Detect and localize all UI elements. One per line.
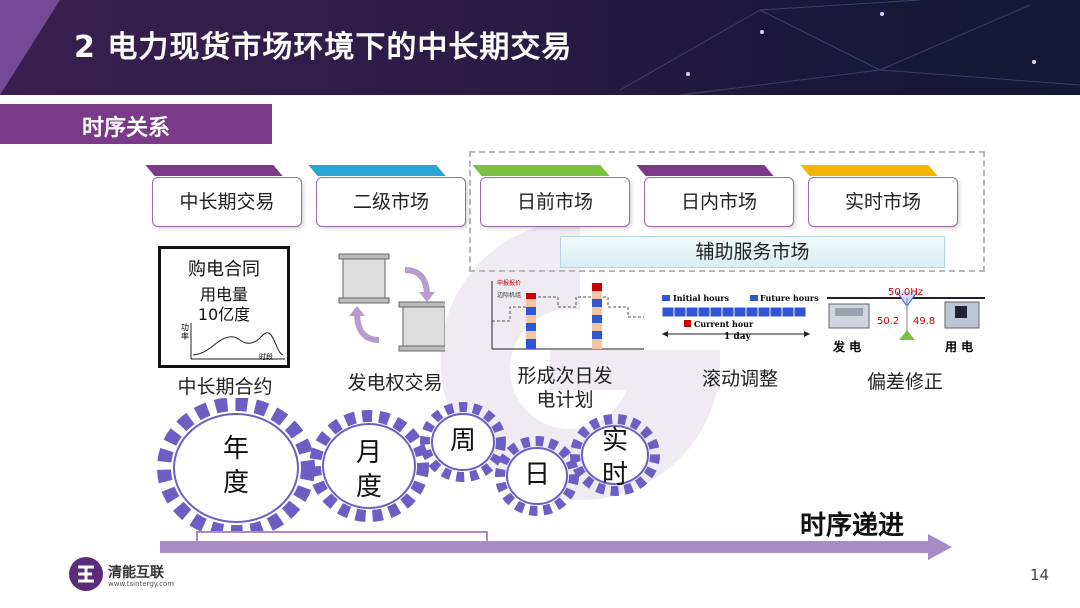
gear-year-label: 年 度 <box>216 432 256 500</box>
contract-card: 购电合同 用电量 10亿度 功率 时段 <box>158 246 290 368</box>
brand-url: www.tsintergy.com <box>108 580 175 588</box>
page-title: 2 电力现货市场环境下的中长期交易 <box>74 30 573 65</box>
network-lines <box>620 0 1080 95</box>
contract-amount: 用电量 10亿度 <box>161 285 287 325</box>
brand-name: 清能互联 <box>108 565 164 581</box>
caption-contract: 中长期合约 <box>177 376 273 398</box>
timeline-label: 时序递进 <box>800 511 905 541</box>
market-box-dayahead: 日前市场 <box>480 177 630 227</box>
balance-scale <box>827 291 985 340</box>
gear-realtime-l2: 时 <box>601 460 628 490</box>
axis-x-label: 时段 <box>259 353 273 361</box>
market-box-longterm: 中长期交易 <box>152 177 302 227</box>
load-curve <box>190 323 285 360</box>
gear-realtime-label: 实 时 <box>595 424 635 492</box>
gear-month-l2: 度 <box>355 472 382 502</box>
contract-line1: 用电量 <box>199 285 248 304</box>
timeline-arrowhead <box>928 534 952 560</box>
brand-logo-icon <box>69 557 103 591</box>
star-dot <box>760 30 764 34</box>
freq-label: 50.0Hz <box>888 287 924 298</box>
page-number: 14 <box>1030 566 1050 584</box>
caption-dayahead-line1: 形成次日发 <box>517 365 613 387</box>
spot-market-group <box>469 151 985 272</box>
gen-label: 发 电 <box>833 340 862 354</box>
contract-line2: 10亿度 <box>197 305 251 324</box>
tab-stripe <box>800 165 938 176</box>
tab-stripe <box>472 165 610 176</box>
market-box-intraday: 日内市场 <box>644 177 794 227</box>
caption-dayahead: 形成次日发 电计划 <box>505 364 625 412</box>
caption-dayahead-line2: 电计划 <box>536 389 594 411</box>
gear-week-label: 周 <box>443 424 483 458</box>
gear-day-label: 日 <box>517 458 557 492</box>
initial-hours-label: Initial hours <box>673 293 730 303</box>
caption-rights: 发电权交易 <box>347 372 443 394</box>
gear-day-l1: 日 <box>523 460 550 490</box>
gear-year-l1: 年 <box>222 434 249 464</box>
section-title: 时序关系 <box>82 116 171 141</box>
gear-realtime-l1: 实 <box>601 426 628 456</box>
gear-month-icon <box>309 410 429 522</box>
axis-y-label: 功率 <box>181 323 189 341</box>
star-dot <box>686 72 690 76</box>
star-dot <box>880 12 884 16</box>
dayahead-label1: 申报报价 <box>497 280 522 287</box>
section-bar <box>0 104 272 144</box>
balance-right-val: 49.8 <box>913 316 936 327</box>
use-label: 用 电 <box>945 340 974 354</box>
gear-week-icon <box>420 402 506 482</box>
contract-title: 购电合同 <box>188 259 260 280</box>
current-hour-label: Current hour <box>694 319 754 329</box>
tab-stripe <box>145 165 283 176</box>
gear-day-icon <box>495 436 579 516</box>
caption-intraday: 滚动调整 <box>701 368 778 390</box>
dayahead-chart <box>491 281 644 350</box>
timeline-arrow <box>160 541 930 553</box>
header-banner <box>0 0 1080 95</box>
aux-service-market: 辅助服务市场 <box>560 236 945 268</box>
caption-realtime: 偏差修正 <box>866 371 943 393</box>
gear-year-l2: 度 <box>222 468 249 498</box>
tab-stripe <box>636 165 774 176</box>
gear-month-label: 月 度 <box>349 436 389 504</box>
header-accent <box>0 0 60 95</box>
market-box-realtime: 实时市场 <box>808 177 958 227</box>
gear-week-l1: 周 <box>449 426 476 456</box>
balance-left-val: 50.2 <box>877 316 900 327</box>
star-dot <box>1032 60 1036 64</box>
tab-stripe <box>308 165 446 176</box>
intraday-chart <box>661 295 810 337</box>
one-day-label: 1 day <box>724 332 751 342</box>
market-box-secondary: 二级市场 <box>316 177 466 227</box>
gear-realtime-icon <box>570 414 660 496</box>
dayahead-label2: 边际机组 <box>497 292 522 299</box>
gear-month-l1: 月 <box>355 438 382 468</box>
future-hours-label: Future hours <box>760 293 819 303</box>
scroll-exchange-icon <box>338 253 445 352</box>
